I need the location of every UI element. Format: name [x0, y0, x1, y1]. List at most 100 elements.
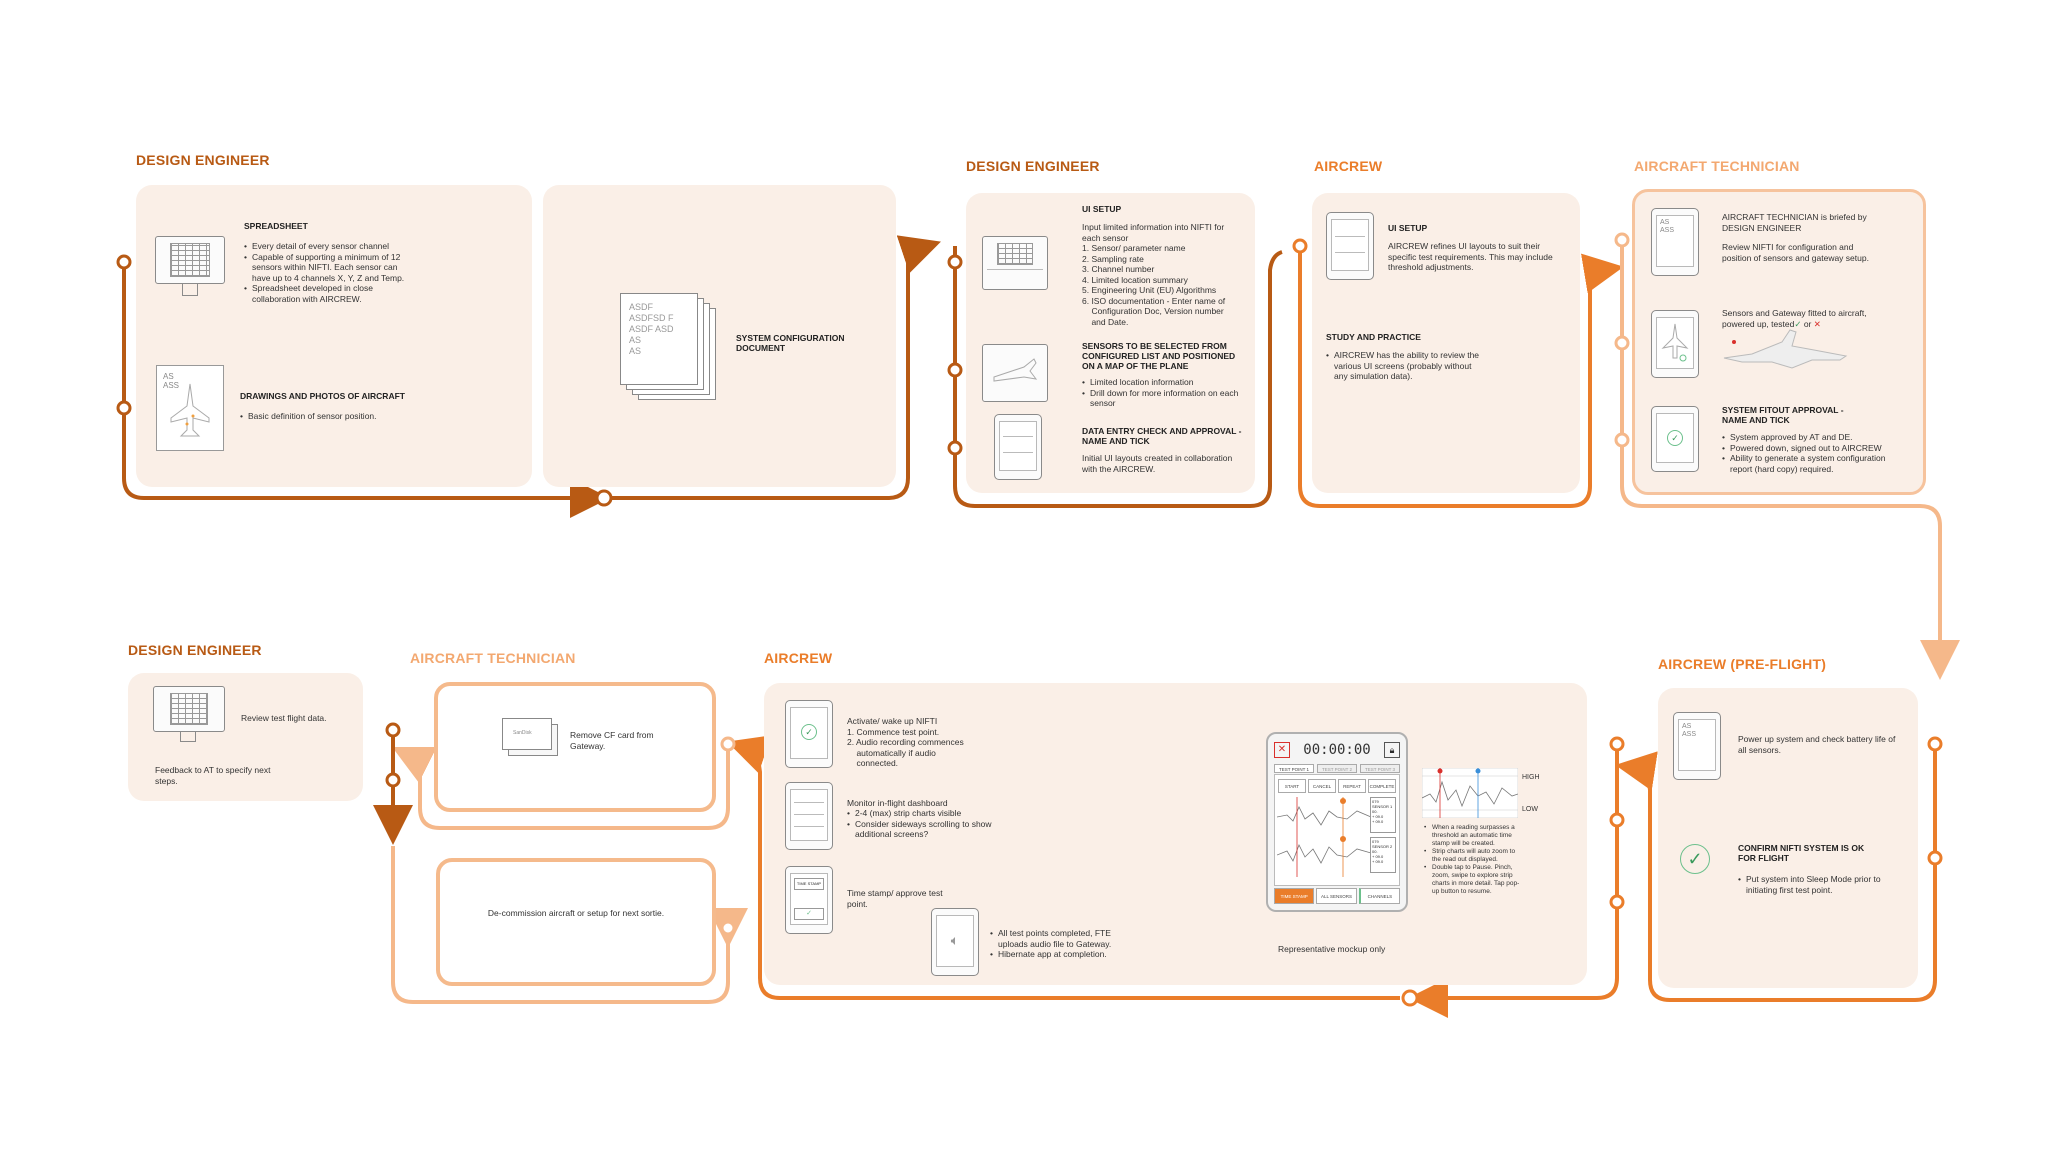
review-text: Review test flight data.: [241, 713, 327, 723]
timestamp-text: Time stamp/ approve test point.: [847, 888, 943, 909]
ui-setup-item: and Date.: [1082, 316, 1129, 327]
confirm-check-icon: ✓: [1680, 844, 1710, 874]
approval-item: Ability to generate a system configurati…: [1722, 453, 1902, 474]
sensor1-value: + 09.0: [1372, 814, 1384, 819]
mockup-notes-list: When a reading surpasses a threshold an …: [1424, 824, 1524, 896]
flow-node: [720, 920, 736, 936]
confirm-item: Put system into Sleep Mode prior to init…: [1738, 874, 1898, 895]
approve-tick-icon: ✓: [794, 908, 824, 920]
role-heading: AIRCREW: [764, 650, 833, 666]
mockup-action-button[interactable]: REPEAT: [1338, 779, 1366, 793]
flow-node: [116, 254, 132, 270]
role-heading: DESIGN ENGINEER: [128, 642, 262, 658]
spreadsheet-item: Capable of supporting a minimum of 12 se…: [244, 252, 414, 284]
flow-node: [947, 362, 963, 378]
approval-item: System approved by AT and DE.: [1722, 432, 1902, 443]
activate-item: 1. Commence test point.: [847, 726, 940, 737]
flow-line-step2: [953, 246, 1283, 508]
drawings-item: Basic definition of sensor position.: [240, 411, 420, 422]
plane-map-icon: [993, 358, 1038, 382]
laptop-map-icon: [982, 344, 1048, 402]
flow-line-step6-b: [727, 735, 1400, 1000]
aircrew-ui-setup-title: UI SETUP: [1388, 223, 1428, 233]
drawings-title: DRAWINGS AND PHOTOS OF AIRCRAFT: [240, 391, 405, 401]
mockup-action-button[interactable]: CANCEL: [1308, 779, 1336, 793]
review-monitor-icon: [153, 686, 225, 732]
flow-node: [1614, 432, 1630, 448]
upload-list: All test points completed, FTE uploads a…: [990, 928, 1140, 960]
mockup-timer: 00:00:00: [1303, 742, 1371, 758]
mockup-bottom-button[interactable]: CHANNELS: [1358, 888, 1400, 904]
check-circle-icon: ✓: [1667, 430, 1683, 446]
flow-line-step7: [392, 744, 730, 830]
aircraft-drawing-icon: AS ASS: [156, 365, 224, 451]
mockup-note: Strip charts will auto zoom to the read …: [1424, 848, 1524, 864]
step7-remove-panel: [434, 682, 716, 812]
monitor-title: Monitor in-flight dashboard: [847, 798, 948, 808]
ui-setup-item: Configuration Doc, Version number: [1082, 306, 1224, 316]
flow-node: [595, 489, 613, 507]
activate-item: connected.: [847, 758, 899, 768]
tablet-dashboard-icon: [785, 782, 833, 850]
confirm-list: Put system into Sleep Mode prior to init…: [1738, 874, 1898, 895]
confirm-title: CONFIRM NIFTI SYSTEM IS OK FOR FLIGHT: [1738, 843, 1865, 863]
flow-line-step5: [1615, 744, 1937, 1002]
flow-line-step4: [1620, 240, 1960, 680]
sensor1-value: 00.: [1372, 809, 1378, 814]
sensor2-value: 00.: [1372, 849, 1378, 854]
mockup-action-button[interactable]: START: [1278, 779, 1306, 793]
monitor-item: 2-4 (max) strip charts visible: [847, 808, 1007, 819]
decommission-text: De-commission aircraft or setup for next…: [487, 908, 665, 918]
sensor2-value: SENSOR 2: [1372, 844, 1393, 849]
fitted-text: Sensors and Gateway fitted to aircraft, …: [1722, 308, 1872, 329]
mockup-note: When a reading surpasses a threshold an …: [1424, 824, 1524, 848]
flow-line-step3: [1298, 246, 1624, 508]
powerup-text: Power up system and check battery life o…: [1738, 734, 1896, 755]
study-item: AIRCREW has the ability to review the va…: [1326, 350, 1486, 382]
role-heading: AIRCRAFT TECHNICIAN: [1634, 158, 1800, 174]
sensors-item: Limited location information: [1082, 377, 1242, 388]
brief-text: AIRCRAFT TECHNICIAN is briefed by DESIGN…: [1722, 212, 1867, 233]
remove-card-text: Remove CF card from Gateway.: [570, 730, 654, 751]
mockup-bottom-button[interactable]: ALL SENSORS: [1316, 888, 1357, 904]
chart-high-label: HIGH: [1522, 774, 1540, 781]
flow-line-step1: [122, 262, 610, 518]
sensor1-value: SENSOR 1: [1372, 804, 1393, 809]
cross-glyph: ✕: [1813, 318, 1821, 329]
activate-item: 2. Audio recording commences: [847, 737, 964, 747]
approval-item: Powered down, signed out to AIRCREW: [1722, 443, 1902, 454]
activate-item: Activate/ wake up NIFTI: [847, 716, 938, 726]
upload-item: Hibernate app at completion.: [990, 949, 1140, 960]
sensors-list: Limited location informationDrill down f…: [1082, 377, 1242, 409]
close-icon[interactable]: ✕: [1274, 742, 1290, 758]
ui-setup-item: 5. Engineering Unit (EU) Algorithms: [1082, 285, 1217, 295]
role-heading: AIRCREW (PRE-FLIGHT): [1658, 656, 1827, 672]
sensor2-value: + 09.0: [1372, 859, 1384, 864]
role-heading: AIRCREW: [1314, 158, 1383, 174]
laptop-spreadsheet-icon: [982, 236, 1048, 290]
flow-line-step1-exit: [610, 235, 941, 500]
mockup-tab[interactable]: TEST POINT 3: [1360, 764, 1400, 773]
sensors-item: Drill down for more information on each …: [1082, 388, 1242, 409]
mockup-tab[interactable]: TEST POINT 2: [1317, 764, 1357, 773]
sensor2-value: + 09.0: [1372, 854, 1384, 859]
ui-setup-title: UI SETUP: [1082, 204, 1122, 214]
activate-item: automatically if audio: [847, 747, 936, 758]
lock-icon[interactable]: 🔒︎: [1384, 742, 1400, 758]
sensor1-value: 079: [1372, 799, 1379, 804]
mockup-tab[interactable]: TEST POINT 1: [1274, 764, 1314, 773]
card-label: SanDisk: [513, 730, 532, 736]
ui-setup-item: 6. ISO documentation - Enter name of: [1082, 295, 1226, 306]
monitor-list: 2-4 (max) strip charts visibleConsider s…: [847, 808, 1007, 840]
tablet-check-icon: [994, 414, 1042, 480]
chart-low-label: LOW: [1522, 806, 1538, 813]
mockup-bottom-button[interactable]: TIME STAMP: [1274, 888, 1315, 904]
jet-outline-icon: [170, 383, 210, 437]
doc-sketch-text: ASDF ASDFSD F ASDF ASD AS AS: [629, 302, 674, 356]
mockup-action-button[interactable]: COMPLETE: [1368, 779, 1396, 793]
data-check-text: Initial UI layouts created in collaborat…: [1082, 453, 1233, 474]
